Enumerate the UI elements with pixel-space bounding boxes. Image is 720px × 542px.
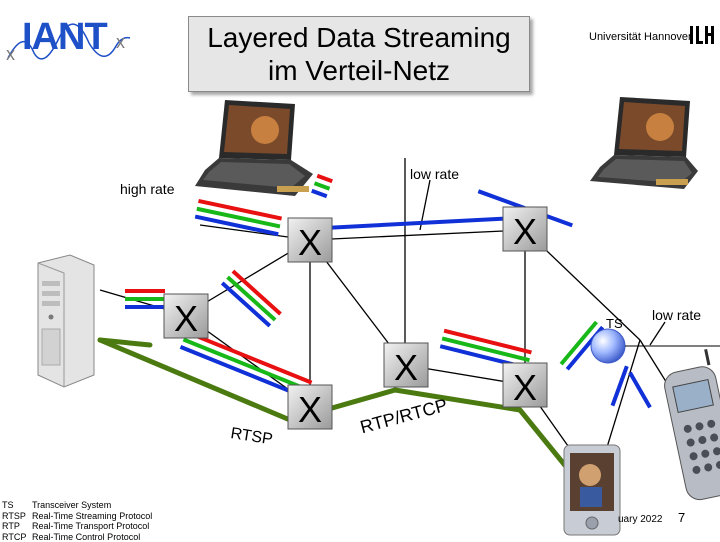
svg-text:X: X: [394, 347, 418, 388]
legend-row: TS Transceiver System: [2, 500, 152, 511]
svg-text:X: X: [174, 298, 198, 339]
laptop-icon: [195, 100, 313, 196]
svg-text:X: X: [298, 389, 322, 430]
router-icon: X: [384, 343, 428, 388]
legend-abbr: TS: [2, 500, 32, 511]
stack-top-link: [310, 218, 515, 229]
routers: X X X X X X: [164, 207, 547, 430]
laptop-icon: [590, 97, 698, 189]
legend-abbr: RTP: [2, 521, 32, 532]
legend-row: RTP Real-Time Transport Protocol: [2, 521, 152, 532]
ts-label: TS: [606, 316, 623, 331]
abbreviation-legend: TS Transceiver System RTSP Real-Time Str…: [2, 500, 152, 542]
router-icon: X: [164, 294, 208, 339]
legend-text: Transceiver System: [32, 500, 111, 511]
stack-ts-pda: [612, 366, 626, 405]
stack-high-rate: [195, 201, 281, 234]
pda-icon: [564, 445, 620, 535]
page-number: 7: [678, 510, 685, 525]
high-rate-label: high rate: [120, 181, 174, 197]
svg-text:X: X: [513, 367, 537, 408]
footer-date: uary 2022: [618, 514, 662, 525]
mobile-phone-icon: [659, 349, 720, 503]
transceiver-icon: [591, 329, 720, 363]
legend-text: Real-Time Streaming Protocol: [32, 511, 152, 522]
stack-ts-phone: [630, 373, 650, 408]
low-rate-label-top: low rate: [410, 166, 459, 182]
router-icon: X: [503, 363, 547, 408]
legend-text: Real-Time Control Protocol: [32, 532, 140, 542]
svg-text:X: X: [513, 211, 537, 252]
svg-text:X: X: [298, 222, 322, 263]
link-r1-r2: [310, 230, 525, 240]
router-icon: X: [288, 218, 332, 263]
stack-r1-r3: [222, 271, 280, 326]
router-icon: X: [503, 207, 547, 252]
link-low-rate2-pointer: [650, 322, 665, 345]
low-rate-label-right: low rate: [652, 307, 701, 323]
stack-r4-r6: [440, 331, 531, 368]
legend-row: RTCP Real-Time Control Protocol: [2, 532, 152, 542]
router-icon: X: [288, 385, 332, 430]
legend-abbr: RTCP: [2, 532, 32, 542]
legend-row: RTSP Real-Time Streaming Protocol: [2, 511, 152, 522]
legend-abbr: RTSP: [2, 511, 32, 522]
stack-server: [125, 291, 165, 307]
stack-low-rate: [312, 176, 333, 197]
server-icon: [38, 255, 94, 387]
legend-text: Real-Time Transport Protocol: [32, 521, 149, 532]
